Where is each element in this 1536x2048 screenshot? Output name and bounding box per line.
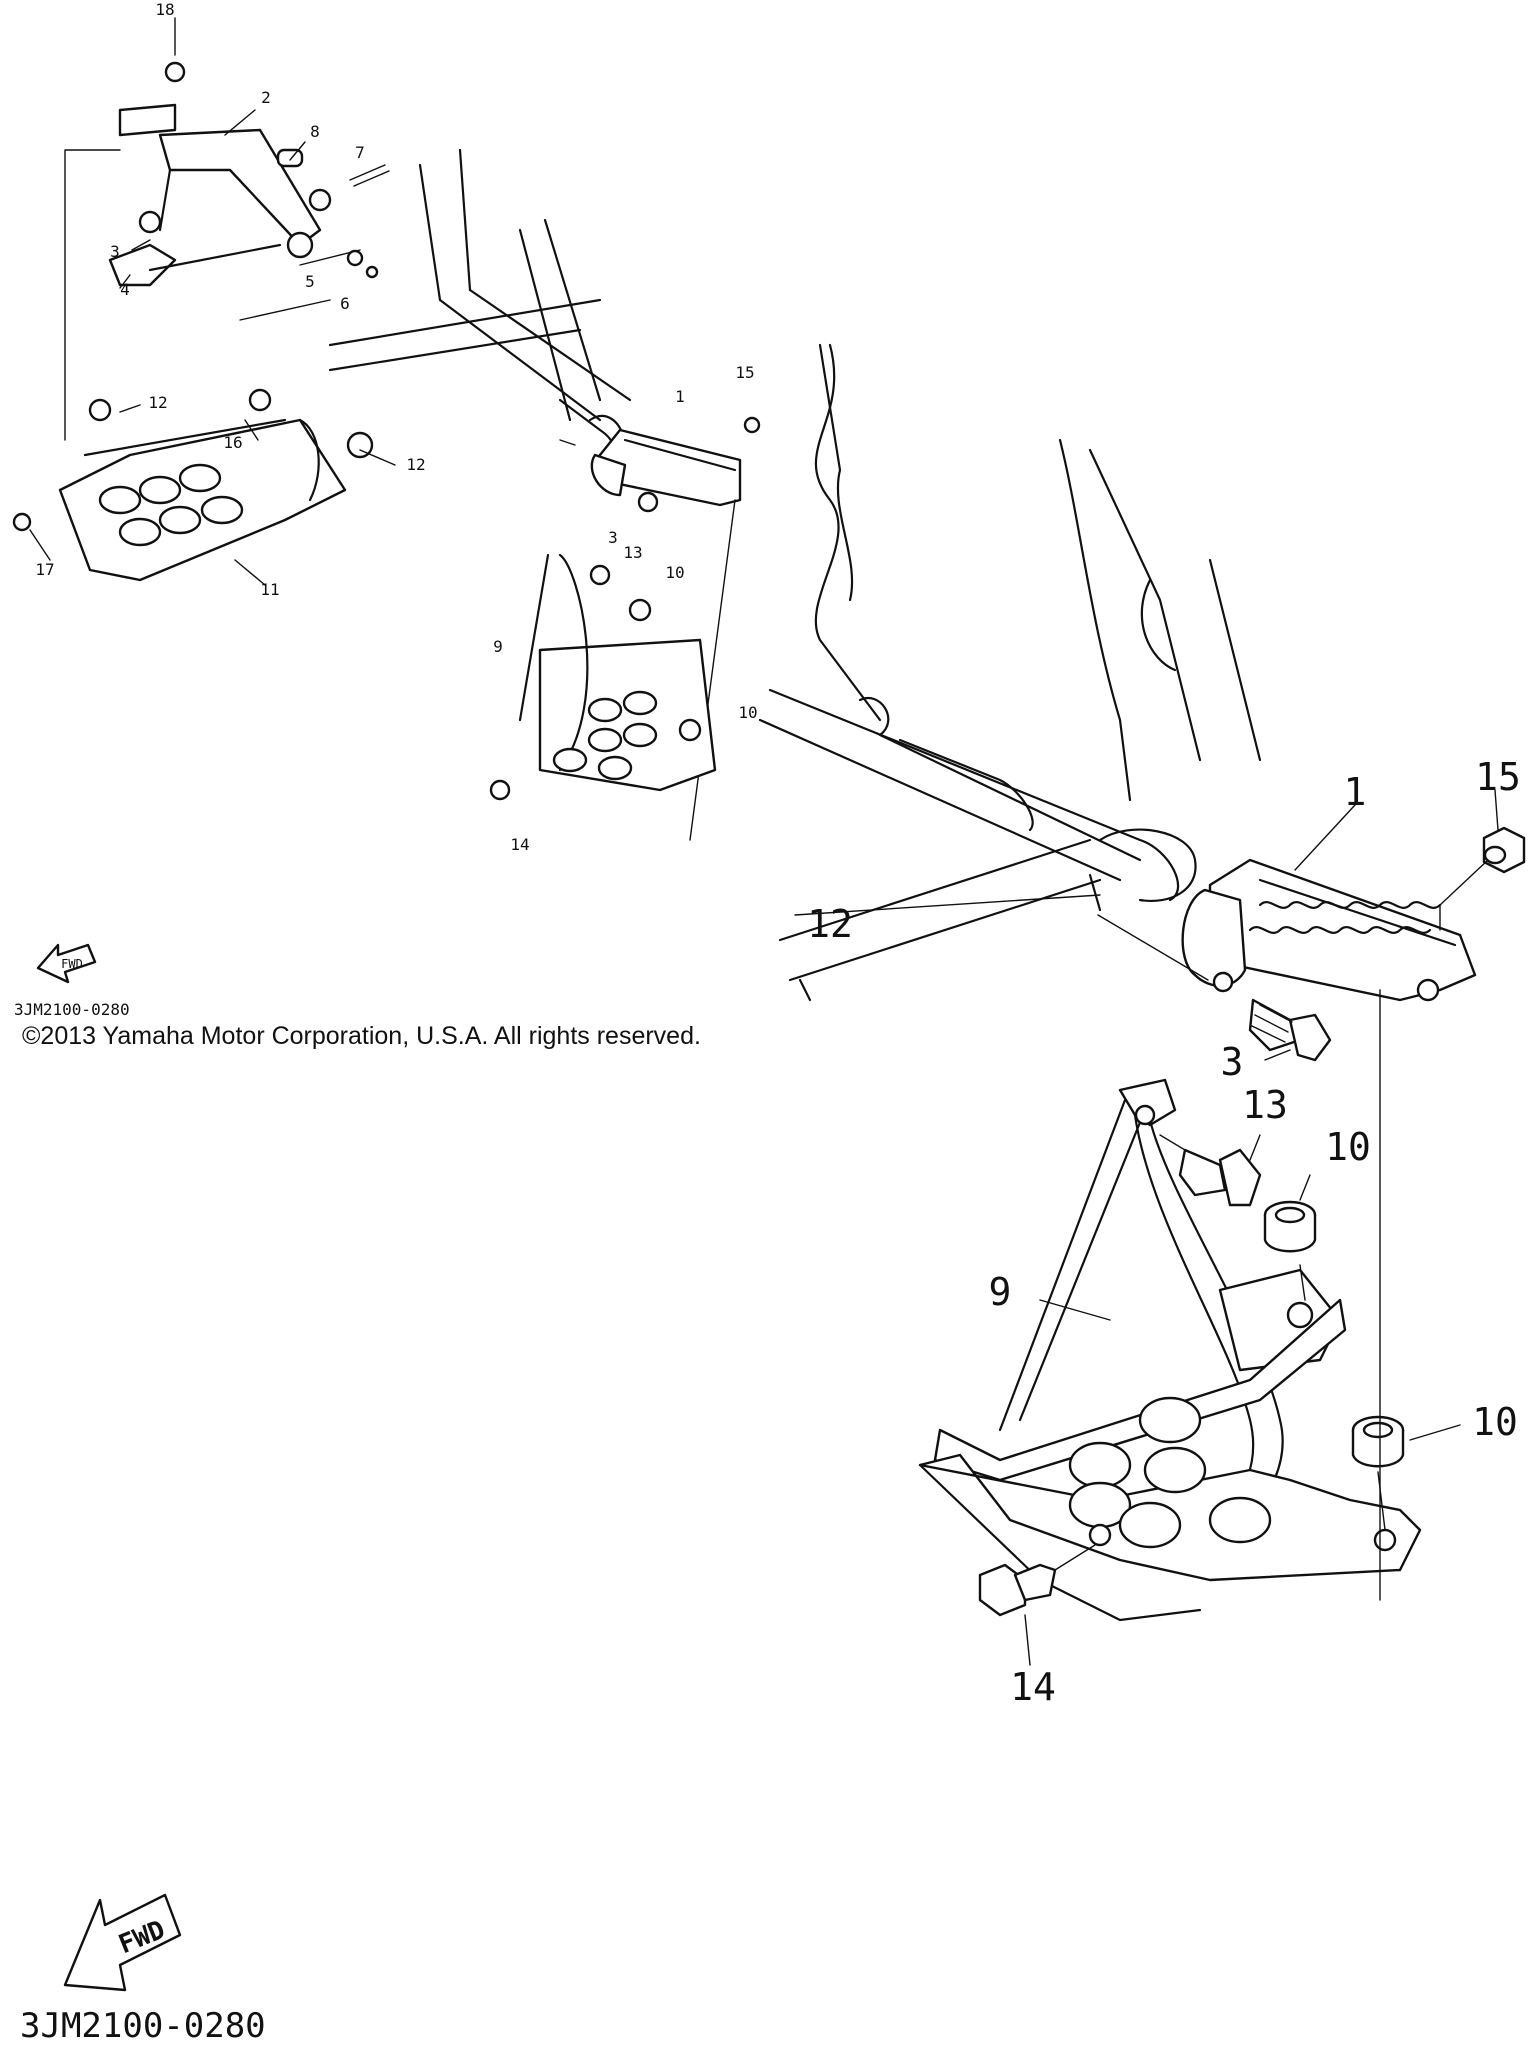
footrest-right-small <box>559 416 761 841</box>
callout-4-small: 4 <box>120 280 130 299</box>
footrest-bracket-left-small <box>12 149 374 582</box>
callout-10a-small: 10 <box>665 563 684 582</box>
callout-10a-large: 10 <box>1325 1125 1371 1169</box>
footrest-bracket-large <box>918 1078 1422 1622</box>
callout-3b-small: 3 <box>608 528 618 547</box>
footrest-bracket-right-small <box>489 553 717 801</box>
large-callouts: 15 1 12 3 13 10 9 10 14 <box>807 755 1521 1709</box>
callout-1-large: 1 <box>1344 770 1367 814</box>
callout-15-large: 15 <box>1475 755 1521 799</box>
callout-17-small: 17 <box>35 560 54 579</box>
bolt-13-large <box>1159 1134 1262 1207</box>
callout-2-small: 2 <box>261 88 271 107</box>
callout-14-large: 14 <box>1010 1665 1056 1709</box>
callout-12b-small: 12 <box>406 455 425 474</box>
callout-13-large: 13 <box>1242 1083 1288 1127</box>
bolt-3-large <box>1248 998 1332 1062</box>
grommet-10a-large <box>1263 1200 1317 1301</box>
footrest-large <box>1097 858 1477 1002</box>
callout-16-small: 16 <box>223 433 242 452</box>
small-callouts: 18 2 8 7 3 5 6 4 12 16 12 17 11 15 1 3 1… <box>29 0 758 854</box>
fwd-arrow-large: FWD <box>63 1893 182 1992</box>
copyright-notice: ©2013 Yamaha Motor Corporation, U.S.A. A… <box>22 1022 701 1050</box>
bolt-14-large <box>978 1544 1096 1617</box>
callout-9-small: 9 <box>493 637 503 656</box>
callout-12-large: 12 <box>807 902 853 946</box>
detail-diagram: FWD 3JM2100-0280 15 1 12 3 13 10 9 10 14 <box>20 343 1526 2046</box>
overview-diagram: FWD 3JM2100-0280 18 2 8 7 3 5 6 4 12 16 … <box>12 0 761 1019</box>
brake-pedal-small <box>108 61 390 287</box>
diagram-code-small: 3JM2100-0280 <box>14 1000 130 1019</box>
callout-9-large: 9 <box>989 1270 1012 1314</box>
nut-15-large <box>1439 826 1526 931</box>
callout-3a-small: 3 <box>110 242 120 261</box>
callout-12a-small: 12 <box>148 393 167 412</box>
diagram-code-large: 3JM2100-0280 <box>20 2006 266 2046</box>
callout-14-small: 14 <box>510 835 529 854</box>
callout-13-small: 13 <box>623 543 642 562</box>
grommet-10b-large <box>1351 1415 1405 1531</box>
callout-15-small: 15 <box>735 363 754 382</box>
callout-3-large: 3 <box>1221 1040 1244 1084</box>
detail-leaders <box>794 789 1499 1666</box>
callout-6-small: 6 <box>340 294 350 313</box>
fwd-text-small: FWD <box>61 957 83 971</box>
callout-1-small: 1 <box>675 387 685 406</box>
fwd-arrow-small: FWD <box>36 943 97 984</box>
callout-5-small: 5 <box>305 272 315 291</box>
callout-7-small: 7 <box>355 143 365 162</box>
callout-18-small: 18 <box>155 0 174 19</box>
callout-10b-large: 10 <box>1472 1400 1518 1444</box>
callout-8-small: 8 <box>310 122 320 141</box>
frame-outline-large <box>758 343 1262 1002</box>
callout-10b-small: 10 <box>738 703 757 722</box>
